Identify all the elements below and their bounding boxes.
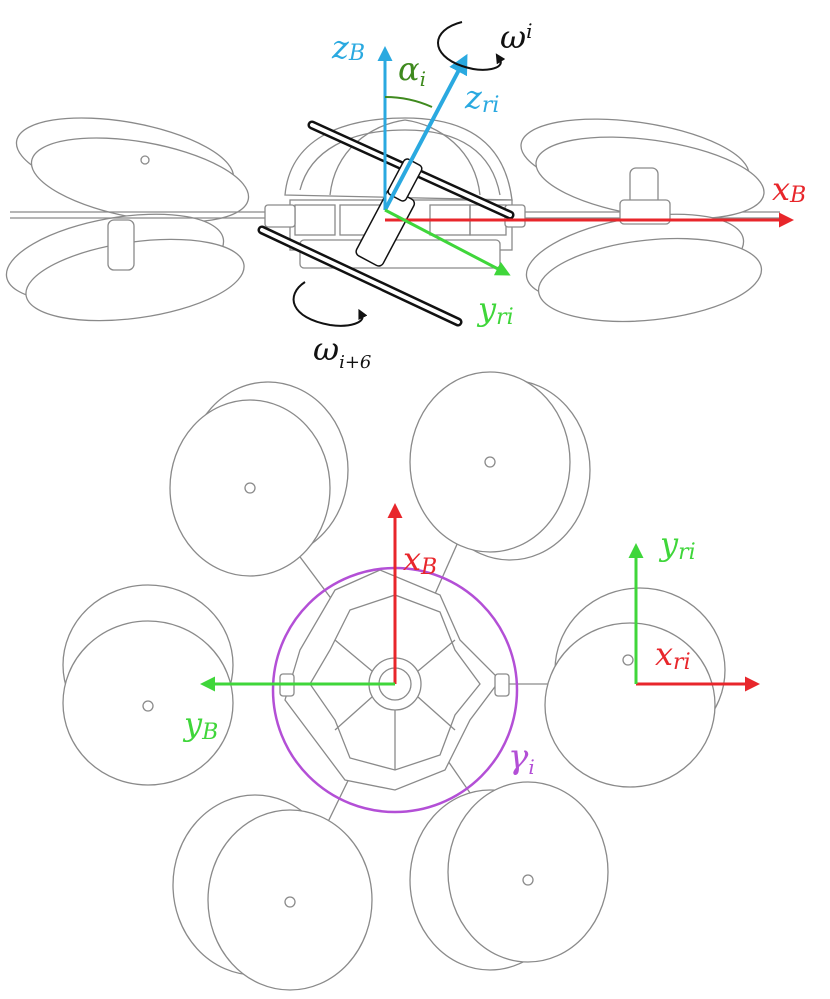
xB-label-plan: xB — [403, 540, 437, 580]
xri-label-plan: xri — [655, 635, 691, 675]
left-propeller-stack — [5, 117, 250, 322]
gamma-i-label: γi — [508, 737, 535, 779]
tilted-rotor-pair — [257, 120, 515, 327]
zri-label: zri — [464, 78, 499, 118]
yri-label-top: yri — [476, 290, 514, 330]
plan-propeller-left — [62, 584, 234, 786]
side-view-drawing — [5, 117, 780, 327]
yri-axis-arrow-top — [384, 208, 511, 276]
plan-propeller-right — [544, 587, 726, 788]
yri-label-plan: yri — [658, 525, 696, 565]
alpha-angle-arc — [384, 95, 433, 108]
plan-view-drawing — [62, 371, 726, 991]
omega-i-label: ωi — [500, 18, 533, 56]
zri-axis-arrow — [383, 53, 468, 211]
omega-i6-label: ωi+6 — [313, 330, 371, 373]
plan-propeller-upper-left — [169, 381, 349, 577]
xB-label-top: xB — [772, 170, 806, 208]
right-propeller-stack — [520, 118, 765, 323]
plan-propeller-lower-right — [409, 781, 609, 971]
side-view-axes — [292, 21, 794, 327]
omega-i6-rotation-arrow — [292, 281, 368, 327]
plan-view-axes — [200, 503, 760, 814]
yB-label-plan: yB — [182, 705, 218, 745]
omega-i-rotation-arrow — [437, 21, 506, 71]
plan-propeller-lower-left — [172, 794, 373, 991]
zB-label: zB — [331, 28, 365, 66]
alpha-i-label: αi — [398, 50, 426, 91]
plan-propeller-upper-right — [409, 371, 591, 561]
